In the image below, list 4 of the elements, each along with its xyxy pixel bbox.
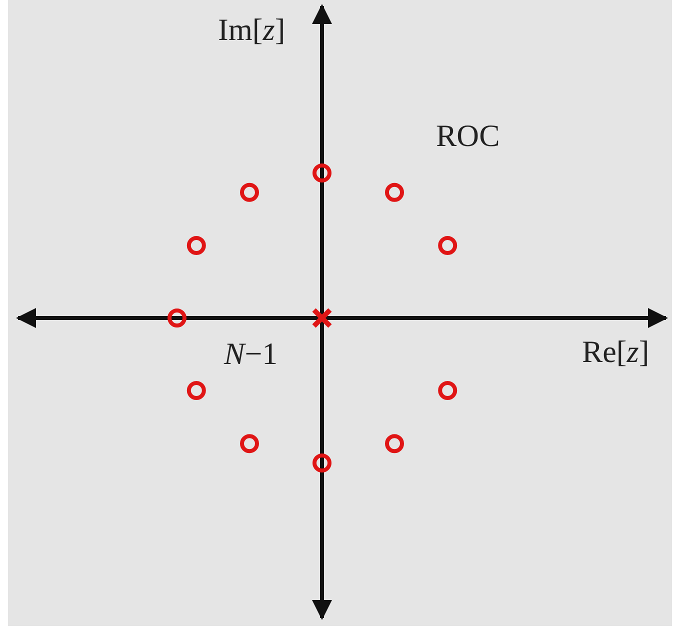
pole-order-label: N−1 [224, 336, 278, 372]
axis-label: Re[z] [582, 334, 650, 370]
region-label: ROC [436, 118, 500, 154]
axis-label: Im[z] [218, 12, 286, 48]
